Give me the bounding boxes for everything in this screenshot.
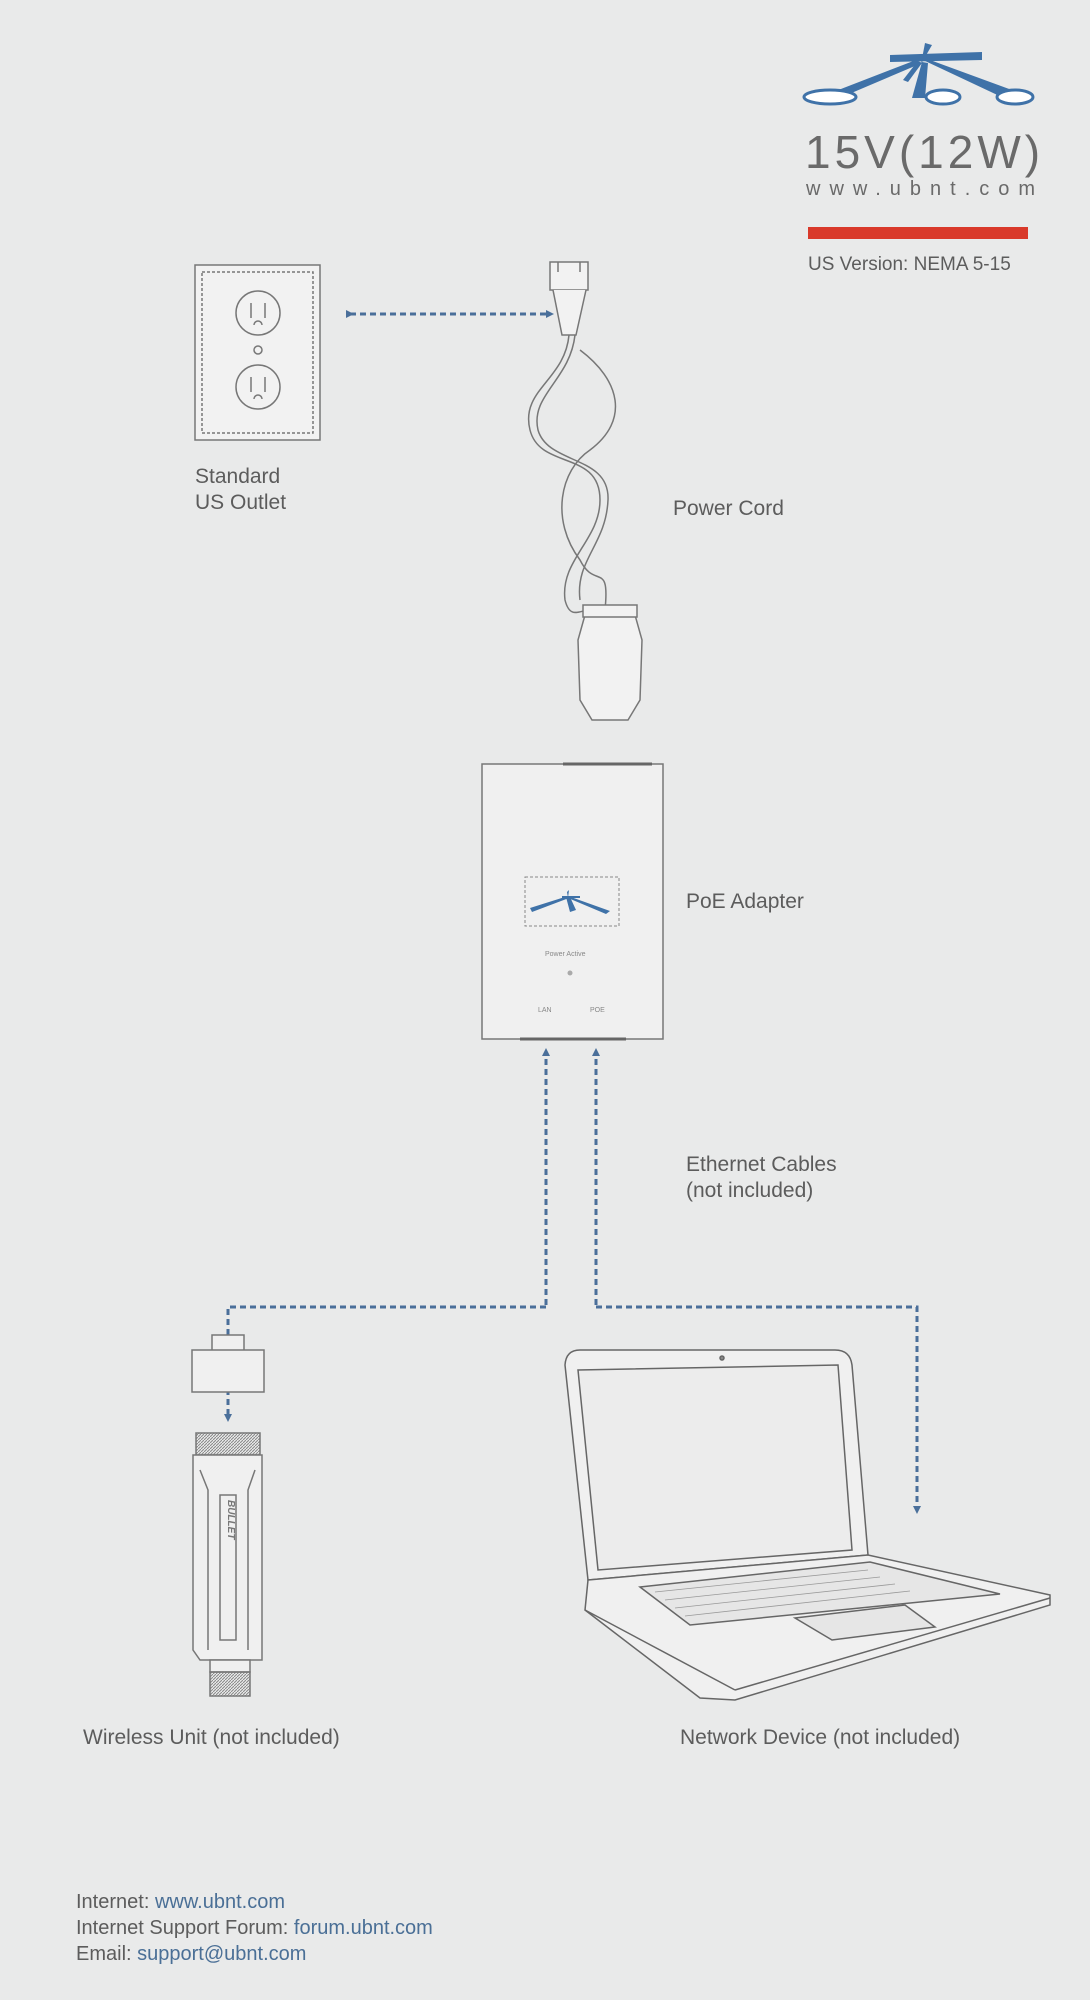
wireless-cable-arrow <box>224 1305 546 1422</box>
bullet-wireless-unit-illustration <box>191 1334 265 1697</box>
ethernet-label-line1: Ethernet Cables <box>686 1153 837 1176</box>
poe-poe-port-label: POE <box>590 1007 605 1014</box>
poe-power-active-text: Power Active <box>545 951 586 958</box>
power-cord-label: Power Cord <box>673 497 784 520</box>
contact-info: Internet: www.ubnt.com Internet Support … <box>76 1889 433 1967</box>
ethernet-label-line2: (not included) <box>686 1179 814 1202</box>
internet-line: Internet: www.ubnt.com <box>76 1891 285 1913</box>
version-label: US Version: NEMA 5-15 <box>808 254 1011 275</box>
ubnt-logo <box>802 43 1035 106</box>
internet-link[interactable]: www.ubnt.com <box>154 1891 285 1913</box>
laptop-keyboard-keys <box>654 1569 911 1617</box>
outlet-label-line2: US Outlet <box>195 491 287 514</box>
voltage-rating: 15V(12W) <box>805 126 1045 178</box>
network-cable-arrow <box>596 1305 921 1514</box>
poe-lan-port-label: LAN <box>538 1007 552 1014</box>
wireless-unit-label: Wireless Unit (not included) <box>83 1726 340 1749</box>
laptop-network-device-illustration <box>564 1349 1051 1701</box>
outlet-label-line1: Standard <box>195 465 281 488</box>
red-accent-bar <box>808 227 1028 239</box>
poe-adapter-illustration <box>481 762 664 1041</box>
forum-link[interactable]: forum.ubnt.com <box>293 1917 433 1939</box>
bullet-brand-text: BULLET <box>225 1500 236 1540</box>
email-link[interactable]: support@ubnt.com <box>137 1943 307 1965</box>
us-outlet-illustration <box>194 264 321 441</box>
forum-line: Internet Support Forum: forum.ubnt.com <box>76 1917 433 1939</box>
website-header: www.ubnt.com <box>806 178 1045 200</box>
network-device-label: Network Device (not included) <box>680 1726 961 1749</box>
email-line: Email: support@ubnt.com <box>76 1943 307 1965</box>
power-cord-illustration <box>527 261 643 721</box>
poe-adapter-label: PoE Adapter <box>686 890 804 913</box>
